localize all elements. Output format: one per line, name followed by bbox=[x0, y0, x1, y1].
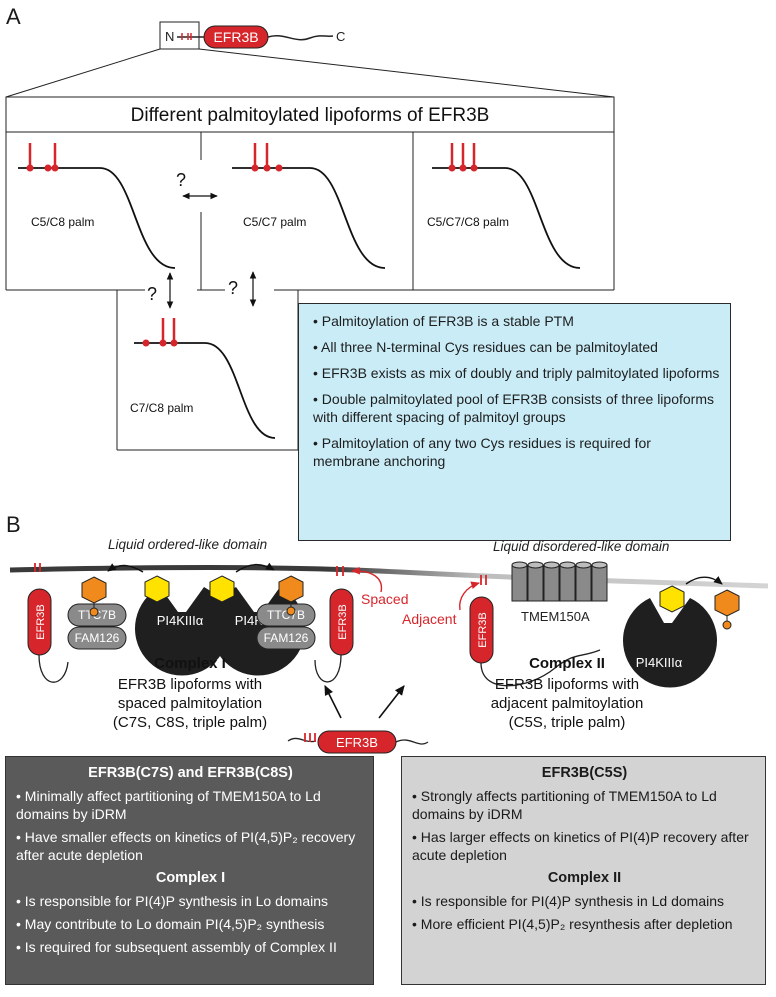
fact-item: • EFR3B exists as mix of doubly and trip… bbox=[313, 365, 720, 381]
fact-item: • Palmitoylation of EFR3B is a stable PT… bbox=[313, 313, 574, 329]
pi-substrate-hexagon bbox=[659, 585, 685, 613]
summary-item: • Strongly affects partitioning of TMEM1… bbox=[412, 788, 717, 822]
summary-item: • More efficient PI(4,5)P₂ resynthesis a… bbox=[412, 916, 733, 932]
summary-item: • Is responsible for PI(4)P synthesis in… bbox=[16, 893, 329, 909]
summary-item: • Minimally affect partitioning of TMEM1… bbox=[16, 788, 321, 822]
c-terminal-label: C bbox=[336, 29, 345, 44]
complex-1-desc-line: EFR3B lipoforms with bbox=[118, 676, 262, 693]
complex-2-desc-line: EFR3B lipoforms with bbox=[495, 676, 639, 693]
complex-2-desc-line: (C5S, triple palm) bbox=[509, 714, 626, 731]
efr3b-label: EFR3B bbox=[477, 612, 489, 647]
tmem150a-label: TMEM150A bbox=[521, 609, 590, 624]
summary-box-c7s-c8s: EFR3B(C7S) and EFR3B(C8S) • Minimally af… bbox=[5, 756, 374, 985]
efr3b-label: EFR3B bbox=[35, 604, 47, 639]
efr3b-label: EFR3B bbox=[337, 604, 349, 639]
pi4p-product-hexagon bbox=[714, 589, 740, 617]
summary-item: • Has larger effects on kinetics of PI(4… bbox=[412, 829, 749, 863]
n-terminal-zoom-box bbox=[159, 21, 200, 50]
summary-box-c5s: EFR3B(C5S) • Strongly affects partitioni… bbox=[401, 756, 766, 985]
fam126-label: FAM126 bbox=[75, 631, 120, 645]
pi-substrate-hexagon bbox=[209, 575, 235, 603]
fam126-right bbox=[256, 626, 316, 650]
lipoform-c5-c7: C5/C7 palm bbox=[232, 143, 386, 269]
ttc7b-label: TTC7B bbox=[267, 608, 305, 622]
pi4k-label: PI4KIIIα bbox=[636, 655, 683, 670]
question-mark: ? bbox=[228, 278, 238, 298]
fam126-left bbox=[67, 626, 127, 650]
complex-2-title: Complex II bbox=[529, 655, 605, 672]
panel-b-letter: B bbox=[6, 512, 21, 537]
complex-2: Adjacent EFR3B TMEM150A PI4KIIIα bbox=[402, 561, 740, 688]
efr3b-label: EFR3B bbox=[336, 735, 378, 750]
complex-1-title: Complex I bbox=[154, 655, 226, 672]
ttc7b-right bbox=[256, 603, 316, 627]
lipoform-label: C7/C8 palm bbox=[130, 401, 193, 415]
efr3b-protein-label: EFR3B bbox=[213, 29, 258, 45]
panel-a-letter: A bbox=[6, 4, 21, 29]
pi4p-product-hexagon bbox=[81, 576, 107, 604]
n-terminal-label: N bbox=[165, 29, 174, 44]
pi4k-ld bbox=[623, 598, 718, 688]
lipoform-c7-c8: C7/C8 palm bbox=[130, 318, 276, 439]
question-mark: ? bbox=[176, 170, 186, 190]
lo-domain-label: Liquid ordered-like domain bbox=[108, 537, 267, 552]
complex-1-desc-line: (C7S, C8S, triple palm) bbox=[113, 714, 267, 731]
complex-1: EFR3B TTC7B FAM126 PI4KIIIα PI4KIIIα TTC… bbox=[27, 562, 408, 683]
fact-item: • Palmitoylation of any two Cys residues… bbox=[313, 435, 651, 469]
summary-item: • Have smaller effects on kinetics of PI… bbox=[16, 829, 356, 863]
summary-subheading: Complex II bbox=[547, 870, 622, 886]
lipoform-grid bbox=[5, 132, 615, 451]
spaced-label: Spaced bbox=[361, 591, 408, 607]
assembly-arrow-to-complex-1 bbox=[324, 684, 342, 719]
adjacent-label: Adjacent bbox=[402, 611, 457, 627]
fact-item: • Double palmitoylated pool of EFR3B con… bbox=[313, 391, 714, 425]
pi4k-left bbox=[135, 587, 229, 676]
lipoform-c5-c7-c8: C5/C7/C8 palm bbox=[427, 143, 581, 269]
summary-subheading: Complex I bbox=[155, 870, 226, 886]
membrane bbox=[9, 565, 769, 589]
question-mark: ? bbox=[147, 284, 157, 304]
ld-domain-label: Liquid disordered-like domain bbox=[493, 539, 669, 554]
fam126-label: FAM126 bbox=[264, 631, 309, 645]
lipoform-label: C5/C8 palm bbox=[31, 215, 94, 229]
lipoform-c5-c8: C5/C8 palm bbox=[18, 143, 176, 269]
lipoform-label: C5/C7 palm bbox=[243, 215, 306, 229]
lipoforms-title: Different palmitoylated lipoforms of EFR… bbox=[131, 105, 490, 126]
efr3b-facts-box: • Palmitoylation of EFR3B is a stable PT… bbox=[298, 303, 731, 541]
summary-item: • May contribute to Lo domain PI(4,5)P₂ … bbox=[16, 916, 325, 932]
pi4p-product-hexagon bbox=[278, 575, 304, 603]
protein-schematic: N EFR3B C bbox=[159, 21, 345, 50]
fact-item: • All three N-terminal Cys residues can … bbox=[313, 339, 658, 355]
pi-substrate-hexagon bbox=[144, 575, 170, 603]
complex-1-desc-line: spaced palmitoylation bbox=[118, 695, 262, 712]
free-efr3b: EFR3B bbox=[287, 730, 429, 754]
lipoform-label: C5/C7/C8 palm bbox=[427, 215, 509, 229]
tmem150a bbox=[511, 561, 608, 602]
assembly-arrow-to-complex-2 bbox=[378, 685, 405, 719]
complex-2-desc-line: adjacent palmitoylation bbox=[491, 695, 644, 712]
summary-item: • Is required for subsequent assembly of… bbox=[16, 939, 337, 955]
lipoforms-title-box bbox=[5, 96, 615, 133]
summary-heading: EFR3B(C7S) and EFR3B(C8S) bbox=[88, 765, 293, 781]
summary-heading: EFR3B(C5S) bbox=[541, 765, 628, 781]
summary-item: • Is responsible for PI(4)P synthesis in… bbox=[412, 893, 725, 909]
pi4k-label: PI4KIIIα bbox=[157, 613, 204, 628]
